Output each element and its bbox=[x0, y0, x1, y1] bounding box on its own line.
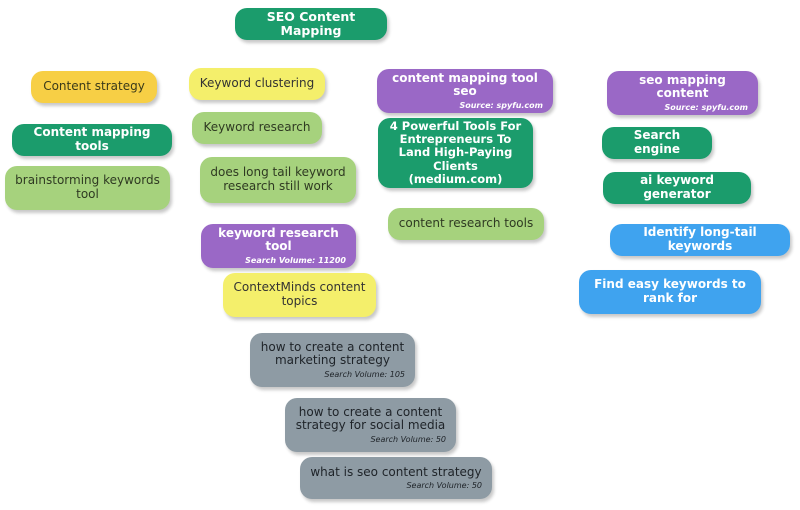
node-label: keyword research tool bbox=[218, 225, 339, 254]
node-content-research-tools[interactable]: content research tools bbox=[388, 208, 544, 240]
node-label: ContextMinds content topics bbox=[233, 280, 366, 308]
node-label: ai keyword generator bbox=[640, 173, 714, 201]
node-content-marketing-strategy[interactable]: how to create a content marketing strate… bbox=[250, 333, 415, 387]
node-keyword-research[interactable]: Keyword research bbox=[192, 112, 322, 144]
node-keyword-research-tool[interactable]: keyword research tool Search Volume: 112… bbox=[201, 224, 356, 268]
node-label: seo mapping content bbox=[639, 72, 726, 101]
node-meta: Search Volume: 11200 bbox=[245, 256, 346, 266]
node-powerful-tools-entrepreneurs[interactable]: 4 Powerful Tools For Entrepreneurs To La… bbox=[378, 118, 533, 188]
node-label: Search engine bbox=[633, 128, 681, 156]
node-label: does long tail keyword research still wo… bbox=[210, 165, 346, 193]
title-node[interactable]: SEO Content Mapping bbox=[235, 8, 387, 40]
node-label: Content strategy bbox=[43, 79, 145, 94]
node-content-mapping-tools[interactable]: Content mapping tools bbox=[12, 124, 172, 156]
node-label: how to create a content strategy for soc… bbox=[295, 404, 446, 433]
title-label: SEO Content Mapping bbox=[266, 8, 356, 38]
node-contextminds-content-topics[interactable]: ContextMinds content topics bbox=[223, 273, 376, 317]
node-search-engine[interactable]: Search engine bbox=[602, 127, 712, 159]
node-label: content mapping tool seo bbox=[392, 70, 538, 99]
node-meta: Search Volume: 105 bbox=[324, 370, 405, 380]
node-content-mapping-tool-seo[interactable]: content mapping tool seo Source: spyfu.c… bbox=[377, 69, 553, 113]
node-identify-long-tail-keywords[interactable]: Identify long-tail keywords bbox=[610, 224, 790, 256]
node-long-tail-keyword-research[interactable]: does long tail keyword research still wo… bbox=[200, 157, 356, 203]
node-meta: Search Volume: 50 bbox=[370, 435, 446, 445]
node-label: Content mapping tools bbox=[33, 125, 151, 153]
node-find-easy-keywords[interactable]: Find easy keywords to rank for bbox=[579, 270, 761, 314]
node-ai-keyword-generator[interactable]: ai keyword generator bbox=[603, 172, 751, 204]
node-label: how to create a content marketing strate… bbox=[260, 339, 405, 368]
node-label: Find easy keywords to rank for bbox=[594, 277, 746, 305]
node-what-is-seo-content-strategy[interactable]: what is seo content strategy Search Volu… bbox=[300, 457, 492, 499]
node-brainstorming-keywords-tool[interactable]: brainstorming keywords tool bbox=[5, 166, 170, 210]
node-meta: Source: spyfu.com bbox=[459, 101, 543, 111]
node-label: Identify long-tail keywords bbox=[643, 225, 757, 253]
node-keyword-clustering[interactable]: Keyword clustering bbox=[189, 68, 325, 100]
node-meta: Source: spyfu.com bbox=[664, 103, 748, 113]
node-label: content research tools bbox=[398, 216, 534, 231]
node-label: what is seo content strategy bbox=[310, 464, 482, 479]
node-seo-mapping-content[interactable]: seo mapping content Source: spyfu.com bbox=[607, 71, 758, 115]
node-label: Keyword research bbox=[203, 120, 311, 135]
node-label: brainstorming keywords tool bbox=[15, 173, 160, 201]
node-social-media-strategy[interactable]: how to create a content strategy for soc… bbox=[285, 398, 456, 452]
node-meta: Search Volume: 50 bbox=[406, 481, 482, 491]
node-label: Keyword clustering bbox=[199, 76, 315, 91]
node-label: 4 Powerful Tools For Entrepreneurs To La… bbox=[389, 118, 522, 186]
node-content-strategy[interactable]: Content strategy bbox=[31, 71, 157, 103]
